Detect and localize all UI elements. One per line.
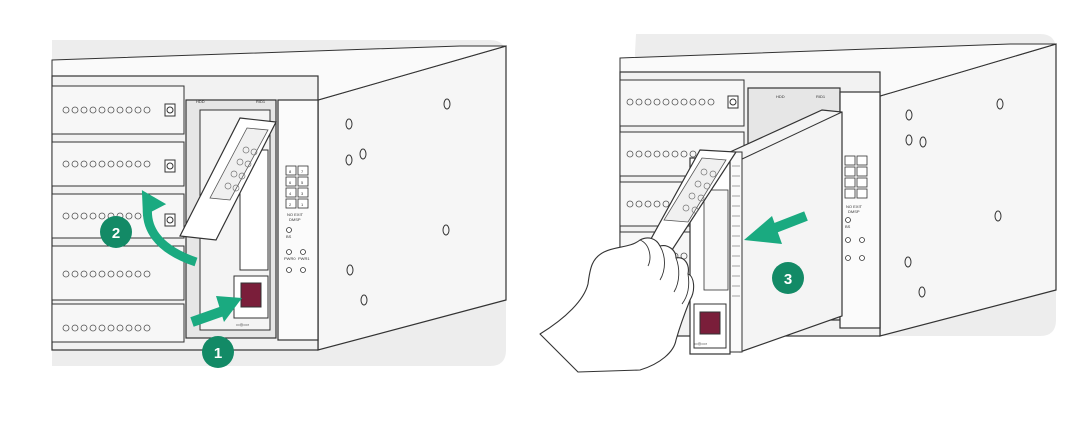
status-leds-left bbox=[286, 227, 306, 273]
pull-drive-arrowhead bbox=[744, 216, 782, 244]
svg-text:5: 5 bbox=[301, 180, 304, 185]
svg-text:3: 3 bbox=[301, 191, 304, 196]
bay-latches-right bbox=[727, 95, 739, 109]
label-pwr1-left: PWR1 bbox=[298, 256, 310, 261]
release-button-red-right bbox=[699, 311, 721, 335]
bay-latches-left bbox=[164, 103, 176, 227]
slot-label-hdd: HDD bbox=[196, 99, 205, 104]
label-dmsp-left: DMSP bbox=[289, 217, 301, 222]
label-no-exit-right: NO EXIT bbox=[846, 204, 863, 209]
label-bs-left: BS bbox=[286, 234, 292, 239]
hand-illustration bbox=[539, 237, 695, 373]
release-button-red-left bbox=[240, 282, 262, 308]
slot-label-rid1: RID1 bbox=[256, 99, 266, 104]
svg-text:7: 7 bbox=[301, 169, 304, 174]
slot-label-rid1-right: RID1 bbox=[816, 94, 826, 99]
svg-text:6: 6 bbox=[289, 180, 292, 185]
step-number-1: 1 bbox=[214, 345, 222, 362]
status-leds-right bbox=[845, 217, 865, 261]
led-grid-left bbox=[285, 165, 309, 209]
label-bs-right: BS bbox=[845, 224, 851, 229]
open-handle-arrowhead bbox=[141, 190, 167, 217]
drive-bays-left bbox=[51, 85, 185, 343]
led-grid-right bbox=[844, 155, 868, 199]
control-panel-right bbox=[839, 91, 881, 329]
svg-text:8: 8 bbox=[289, 169, 292, 174]
left-panel: HDD RID1 ▭◎▭× 8 7 6 5 4 3 bbox=[51, 40, 507, 368]
led-grid-labels-left: 8 7 6 5 4 3 2 1 bbox=[289, 169, 304, 207]
step-number-3: 3 bbox=[784, 271, 792, 288]
latch-lock-glyphs-left: ▭◎▭× bbox=[236, 322, 250, 327]
side-mount-holes-left bbox=[345, 98, 451, 306]
carrier-handle-held bbox=[645, 149, 738, 251]
latch-lock-glyphs-right: ▭◎▭× bbox=[694, 341, 708, 346]
control-panel-left bbox=[277, 99, 319, 341]
right-panel: HDD RID1 NO EXIT DMSP BS bbox=[539, 34, 1057, 373]
press-latch-arrow-shaft bbox=[190, 305, 228, 327]
svg-text:4: 4 bbox=[289, 191, 292, 196]
step-badge-1: 1 bbox=[202, 336, 234, 368]
svg-text:2: 2 bbox=[289, 202, 292, 207]
step-badge-3: 3 bbox=[772, 262, 804, 294]
step-badge-2: 2 bbox=[100, 216, 132, 248]
bay-vents-right bbox=[626, 98, 715, 260]
label-dmsp-right: DMSP bbox=[848, 209, 860, 214]
carrier-handle-open bbox=[179, 117, 277, 241]
side-mount-holes-right bbox=[904, 98, 1004, 298]
step-number-2: 2 bbox=[112, 225, 120, 242]
label-no-exit-left: NO EXIT bbox=[287, 212, 304, 217]
bay-vents-left bbox=[62, 106, 151, 332]
press-latch-arrowhead bbox=[216, 296, 242, 322]
svg-text:1: 1 bbox=[301, 202, 304, 207]
slot-label-hdd-right: HDD bbox=[776, 94, 785, 99]
label-pwr0-left: PWR0 bbox=[284, 256, 296, 261]
